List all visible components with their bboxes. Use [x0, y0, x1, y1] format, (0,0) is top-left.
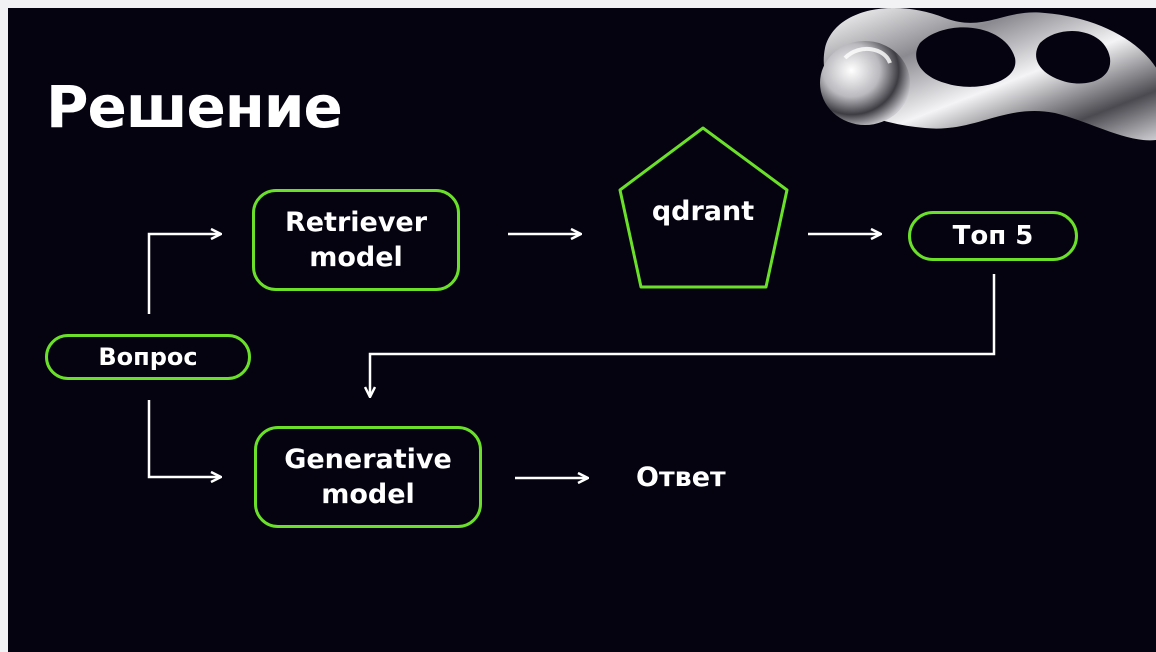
generative-model-node: Generative model [254, 426, 482, 528]
page-title: Решение [46, 73, 343, 141]
arrow-question-to-generative [147, 400, 221, 477]
qdrant-label: qdrant [651, 196, 755, 227]
arrow-top5-to-generative [370, 274, 996, 397]
top5-node: Топ 5 [908, 211, 1078, 261]
diagram-connectors [147, 126, 996, 652]
retriever-model-node: Retriever model [252, 189, 460, 291]
answer-label: Ответ [636, 462, 726, 493]
generative-label-line2: model [321, 479, 415, 510]
qdrant-pentagon-icon [618, 126, 789, 289]
question-node: Вопрос [45, 334, 251, 380]
retriever-label-line1: Retriever [284, 206, 428, 238]
generative-label-line1: Generative [284, 443, 452, 475]
slide: Решение Retriever model qdrant Топ 5 Воп… [8, 8, 1156, 652]
arrow-question-to-retriever [147, 234, 221, 314]
retriever-label-line2: model [309, 242, 403, 273]
chrome-blob-icon [820, 8, 1156, 141]
